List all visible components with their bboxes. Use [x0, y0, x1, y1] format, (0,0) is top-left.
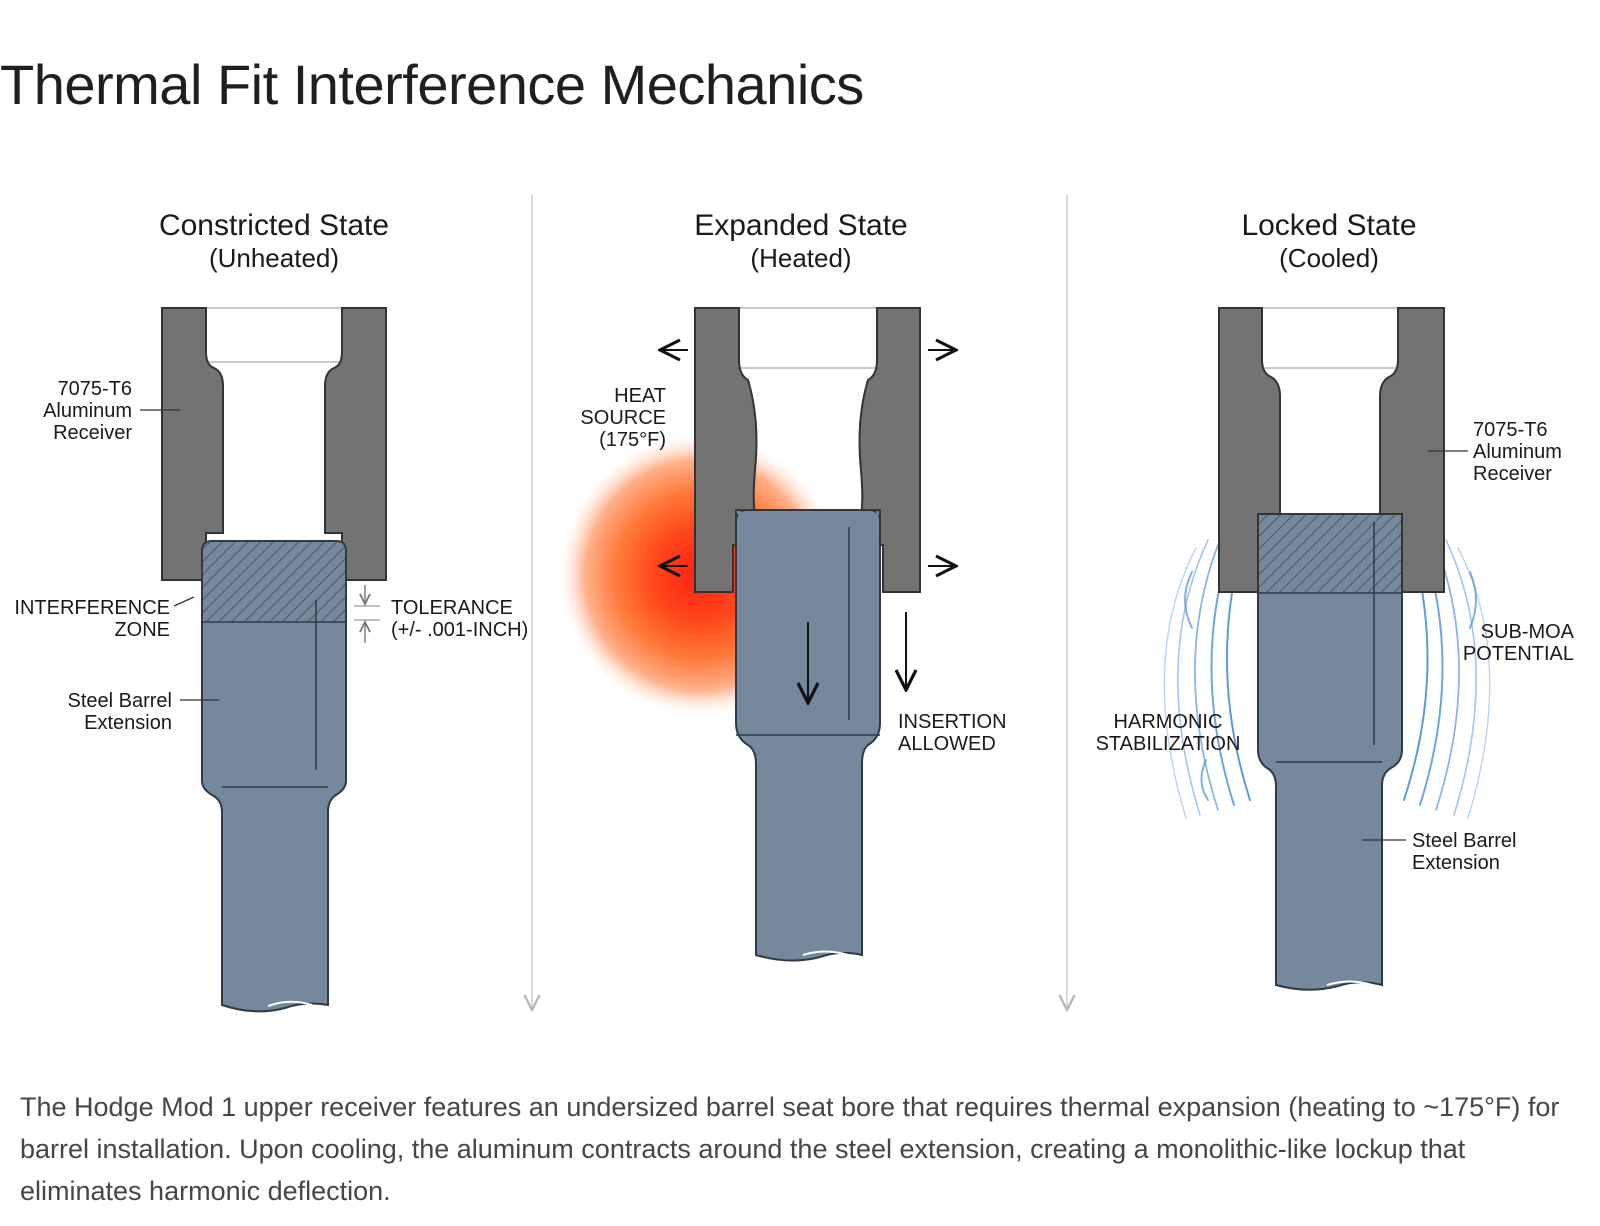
barrel-label-line1: Steel Barrel [1412, 830, 1517, 852]
panel-subtitle: (Unheated) [209, 243, 339, 273]
harmonic-label-line1: HARMONIC [1114, 711, 1223, 733]
receiver-label-line1: 7075-T6 [1473, 419, 1548, 441]
heat-source-label-line2: SOURCE [580, 407, 666, 429]
panel-expanded: Expanded State (Heated) HEAT SOURCE (175… [560, 209, 1007, 962]
receiver-label-line3: Receiver [53, 422, 132, 444]
interference-label-line1: INTERFERENCE [14, 597, 170, 619]
panel-title: Expanded State [694, 209, 908, 242]
receiver-wall-right [324, 307, 387, 581]
interference-zone-hatch [203, 542, 345, 622]
panel-title: Locked State [1241, 209, 1416, 242]
tolerance-label-line2: (+/- .001-INCH) [391, 619, 528, 641]
original-position-dashed [735, 509, 881, 545]
panel-title: Constricted State [159, 209, 389, 242]
receiver-label-line1: 7075-T6 [58, 378, 133, 400]
harmonic-label-line2: STABILIZATION [1096, 733, 1241, 755]
receiver-wall-left [161, 307, 224, 581]
receiver-wall-left [1218, 307, 1281, 593]
caption: The Hodge Mod 1 upper receiver features … [20, 1092, 1560, 1206]
submoa-label-line2: POTENTIAL [1463, 643, 1574, 665]
heat-source-label-line1: HEAT [614, 385, 666, 407]
interference-zone-hatch [1259, 515, 1401, 593]
insertion-label-line1: INSERTION [898, 711, 1007, 733]
panel-subtitle: (Cooled) [1279, 243, 1379, 273]
tolerance-label-line1: TOLERANCE [391, 597, 513, 619]
barrel-extension [1257, 513, 1403, 991]
receiver-label-line3: Receiver [1473, 463, 1552, 485]
insertion-label-line2: ALLOWED [898, 733, 996, 755]
interference-label-line2: ZONE [114, 619, 170, 641]
panel-locked: Locked State (Cooled) [1096, 209, 1575, 991]
barrel-label-line1: Steel Barrel [68, 690, 173, 712]
submoa-label-line1: SUB-MOA [1481, 621, 1575, 643]
page-title: Thermal Fit Interference Mechanics [0, 53, 864, 116]
heat-source-label-line3: (175°F) [599, 429, 666, 451]
barrel-label-line2: Extension [1412, 852, 1500, 874]
barrel-extension [201, 540, 347, 1013]
panel-constricted: Constricted State (Unheated) 7075-T6 Alu… [14, 209, 528, 1013]
receiver-wall-right [1379, 307, 1445, 593]
barrel-label-line2: Extension [84, 712, 172, 734]
thermal-fit-diagram: Constricted State (Unheated) 7075-T6 Alu… [14, 195, 1575, 1013]
receiver-label-line2: Aluminum [1473, 441, 1562, 463]
receiver-label-line2: Aluminum [43, 400, 132, 422]
panel-subtitle: (Heated) [750, 243, 851, 273]
